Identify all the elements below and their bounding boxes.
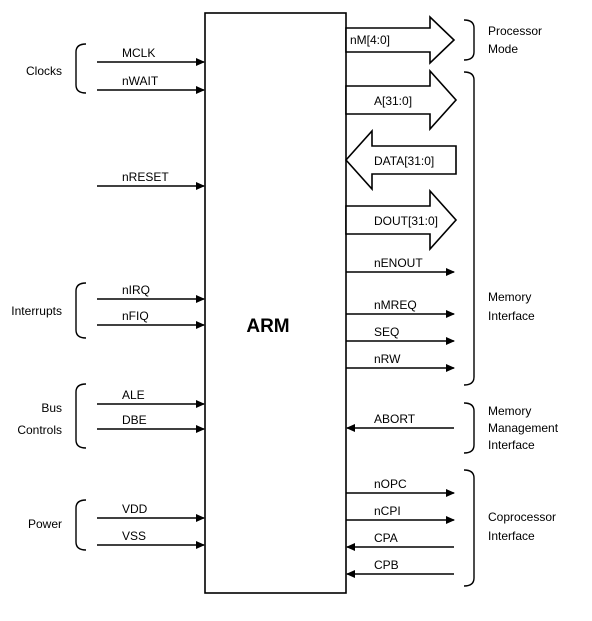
signal-nrw-label: nRW [374,352,401,366]
bus-a-label: A[31:0] [374,94,412,108]
signal-ale-label: ALE [122,388,145,402]
bus-data-label: DATA[31:0] [374,154,434,168]
memory-interface-brace [463,71,475,386]
signal-vdd: VDD [97,502,205,522]
interrupts-brace [75,282,87,339]
bus-dout-arrow [345,188,458,252]
bus-nm-label: nM[4:0] [350,33,390,47]
bus-a-arrow [345,68,458,132]
bus-controls-label-2: Controls [17,423,62,437]
coprocessor-interface-brace [463,469,475,587]
coprocessor-interface-group: Coprocessor Interface [463,469,556,587]
signal-nfiq: nFIQ [97,309,205,329]
signal-nmreq-label: nMREQ [374,298,417,312]
interrupts-label: Interrupts [11,304,62,318]
memory-interface-label-1: Memory [488,290,531,304]
signal-cpa: CPA [346,531,454,551]
processor-mode-label-1: Processor [488,24,542,38]
signal-cpa-label: CPA [374,531,398,545]
interrupts-group: Interrupts [11,282,87,339]
signal-cpb: CPB [346,558,454,578]
bus-a: A[31:0] [345,68,458,132]
signal-nwait: nWAIT [97,74,205,94]
memory-interface-label-2: Interface [488,309,535,323]
signal-nrw: nRW [346,352,455,372]
bus-data: DATA[31:0] [344,128,457,192]
processor-mode-group: Processor Mode [463,19,542,61]
memory-management-label-3: Interface [488,438,535,452]
bus-controls-label-1: Bus [41,401,62,415]
signal-dbe-label: DBE [122,413,147,427]
signal-nopc: nOPC [346,477,455,497]
power-group: Power [28,499,87,551]
bus-dout-label: DOUT[31:0] [374,214,438,228]
power-label: Power [28,517,62,531]
clocks-group: Clocks [26,43,87,94]
memory-management-brace [463,402,475,454]
arm-title: ARM [246,316,289,337]
processor-mode-label-2: Mode [488,42,518,56]
signal-nirq: nIRQ [97,283,205,303]
signal-nmreq: nMREQ [346,298,455,318]
signal-ncpi: nCPI [346,504,455,524]
arm-core-block [204,12,347,594]
signal-seq: SEQ [346,325,455,345]
signal-ncpi-label: nCPI [374,504,401,518]
bus-data-arrow [344,128,457,192]
signal-vdd-label: VDD [122,502,148,516]
signal-ale: ALE [97,388,205,408]
memory-management-label-2: Management [488,421,559,435]
memory-management-label-1: Memory [488,404,531,418]
signal-dbe: DBE [97,413,205,433]
signal-vss-label: VSS [122,529,146,543]
bus-nm-arrow [345,15,456,65]
coprocessor-interface-label-1: Coprocessor [488,510,556,524]
signal-nenout: nENOUT [346,256,455,276]
signal-nreset: nRESET [97,170,205,190]
signal-vss: VSS [97,529,205,549]
clocks-brace [75,43,87,94]
memory-management-group: Memory Management Interface [463,402,559,454]
signal-mclk-label: MCLK [122,46,155,60]
bus-controls-group: Bus Controls [17,383,87,449]
power-brace [75,499,87,551]
signal-nopc-label: nOPC [374,477,407,491]
memory-interface-group: Memory Interface [463,71,535,386]
signal-abort-label: ABORT [374,412,416,426]
signal-mclk: MCLK [97,46,205,66]
signal-seq-label: SEQ [374,325,399,339]
clocks-label: Clocks [26,64,62,78]
signal-nfiq-label: nFIQ [122,309,149,323]
signal-nwait-label: nWAIT [122,74,159,88]
signal-nreset-label: nRESET [122,170,169,184]
coprocessor-interface-label-2: Interface [488,529,535,543]
bus-controls-brace [75,383,87,449]
signal-nenout-label: nENOUT [374,256,423,270]
bus-nm: nM[4:0] [345,15,456,65]
signal-nirq-label: nIRQ [122,283,150,297]
signal-cpb-label: CPB [374,558,399,572]
signal-abort: ABORT [346,412,454,432]
bus-dout: DOUT[31:0] [345,188,458,252]
processor-mode-brace [463,19,475,61]
